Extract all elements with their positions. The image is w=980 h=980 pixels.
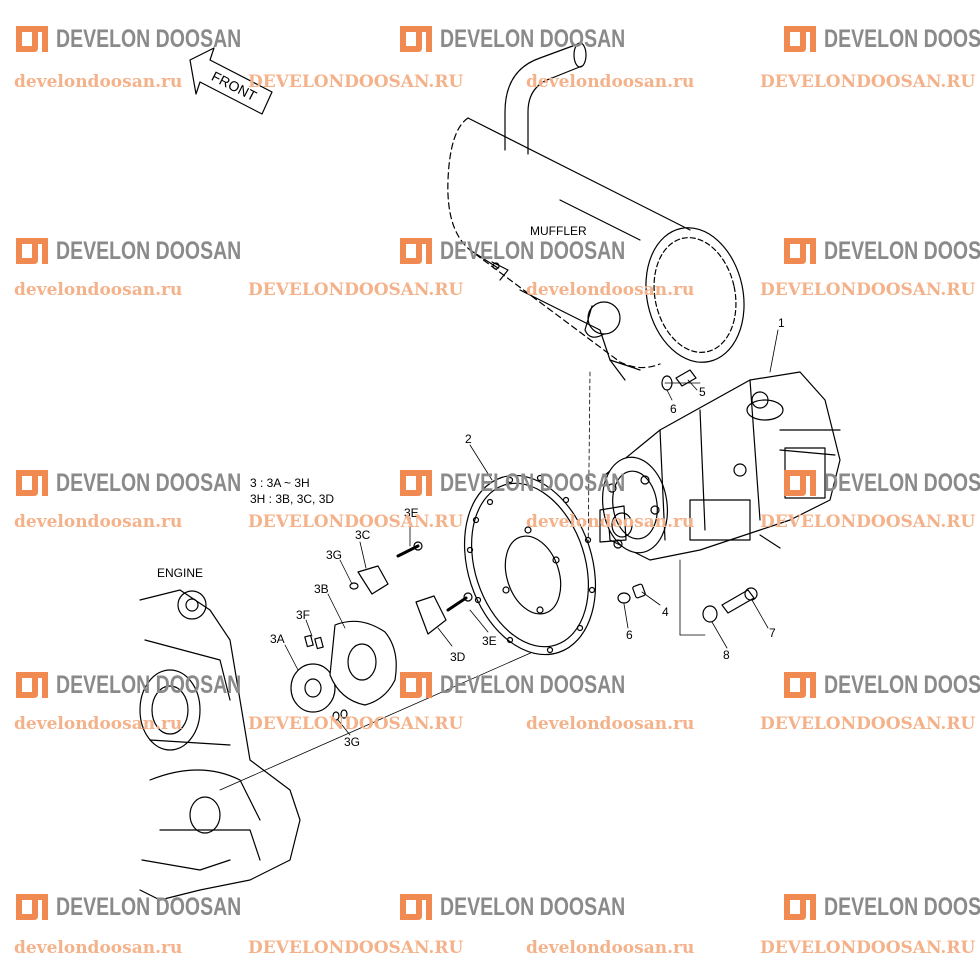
watermark-brand: DEVELON DOOSAN [782, 236, 980, 266]
develon-logo-icon [16, 470, 48, 496]
leader-lines [284, 329, 779, 736]
develon-logo-icon [400, 26, 432, 52]
watermark-brand-text: DEVELON DOOSAN [56, 468, 242, 497]
watermark-brand: DEVELON DOOSAN [398, 24, 678, 54]
watermark-brand-text: DEVELON DOOSAN [56, 670, 242, 699]
watermark-url: develondoosan.ru [526, 72, 695, 92]
engine-drawing [139, 589, 301, 901]
callout-6-top: 6 [670, 402, 677, 416]
watermark-brand: DEVELON DOOSAN [782, 468, 980, 498]
callout-3b: 3B [314, 582, 329, 596]
watermark-url: develondoosan.ru [14, 280, 183, 300]
develon-logo-icon [400, 238, 432, 264]
develon-logo-icon [16, 672, 48, 698]
watermark-brand: DEVELON DOOSAN [398, 236, 678, 266]
callout-3a: 3A [270, 632, 285, 646]
callout-3e-bottom: 3E [482, 634, 497, 648]
callout-4: 4 [662, 605, 669, 619]
watermark-brand-text: DEVELON DOOSAN [56, 892, 242, 921]
callout-5: 5 [699, 385, 706, 399]
callout-8: 8 [723, 648, 730, 662]
callout-1: 1 [778, 316, 785, 330]
watermark-url: DEVELONDOOSAN.RU [248, 714, 464, 734]
callout-3d: 3D [450, 650, 466, 664]
engine-label: ENGINE [157, 566, 204, 580]
legend-line-2: 3H : 3B, 3C, 3D [250, 492, 335, 506]
callout-6-bottom: 6 [626, 628, 633, 642]
watermark-brand-text: DEVELON DOOSAN [440, 892, 626, 921]
watermark-brand: DEVELON DOOSAN [398, 892, 678, 922]
callout-3f: 3F [296, 608, 311, 622]
watermark-url: develondoosan.ru [14, 714, 183, 734]
legend-line-1: 3 : 3A ~ 3H [250, 476, 310, 490]
develon-logo-icon [784, 26, 816, 52]
watermark-brand-text: DEVELON DOOSAN [824, 236, 980, 265]
watermark-url: DEVELONDOOSAN.RU [248, 938, 464, 958]
muffler-label: MUFFLER [530, 224, 587, 238]
watermark-url: develondoosan.ru [14, 72, 183, 92]
watermark-brand-text: DEVELON DOOSAN [824, 468, 980, 497]
watermark-brand-text: DEVELON DOOSAN [440, 236, 626, 265]
watermark-brand-text: DEVELON DOOSAN [440, 670, 626, 699]
watermark-brand-text: DEVELON DOOSAN [824, 24, 980, 53]
callout-2: 2 [465, 432, 472, 446]
watermark-brand-text: DEVELON DOOSAN [440, 468, 626, 497]
watermark-url: develondoosan.ru [526, 938, 695, 958]
main-pump-drawing [599, 371, 841, 561]
develon-logo-icon [400, 894, 432, 920]
watermark-brand-text: DEVELON DOOSAN [56, 24, 242, 53]
watermark-url: develondoosan.ru [526, 714, 695, 734]
front-arrow-icon [189, 47, 273, 115]
watermark-brand-text: DEVELON DOOSAN [824, 670, 980, 699]
coupling-drawing [290, 565, 447, 721]
watermark-url: DEVELONDOOSAN.RU [760, 72, 976, 92]
watermark-url: develondoosan.ru [14, 938, 183, 958]
callout-3e-top: 3E [404, 506, 419, 520]
watermark-url: DEVELONDOOSAN.RU [760, 714, 976, 734]
watermark-url: DEVELONDOOSAN.RU [248, 72, 464, 92]
develon-logo-icon [784, 470, 816, 496]
watermark-brand: DEVELON DOOSAN [398, 468, 678, 498]
develon-logo-icon [400, 470, 432, 496]
watermark-url: DEVELONDOOSAN.RU [248, 280, 464, 300]
muffler-drawing [447, 42, 745, 381]
develon-logo-icon [784, 672, 816, 698]
callout-3g-top: 3G [326, 548, 343, 562]
callout-3c: 3C [355, 528, 371, 542]
watermark-brand: DEVELON DOOSAN [14, 468, 294, 498]
develon-logo-icon [16, 894, 48, 920]
watermark-brand: DEVELON DOOSAN [14, 892, 294, 922]
develon-logo-icon [400, 672, 432, 698]
fasteners-drawing [396, 369, 758, 623]
callout-7: 7 [769, 626, 776, 640]
develon-logo-icon [784, 238, 816, 264]
develon-logo-icon [784, 894, 816, 920]
develon-logo-icon [16, 238, 48, 264]
watermark-brand: DEVELON DOOSAN [14, 236, 294, 266]
watermark-brand-text: DEVELON DOOSAN [440, 24, 626, 53]
watermark-brand: DEVELON DOOSAN [398, 670, 678, 700]
watermark-url: DEVELONDOOSAN.RU [760, 280, 976, 300]
watermark-brand: DEVELON DOOSAN [782, 670, 980, 700]
watermark-brand: DEVELON DOOSAN [782, 892, 980, 922]
watermark-url: develondoosan.ru [14, 512, 183, 532]
watermark-url: develondoosan.ru [526, 512, 695, 532]
flywheel-plate-drawing [463, 474, 597, 656]
watermark-url: DEVELONDOOSAN.RU [760, 938, 976, 958]
develon-logo-icon [16, 26, 48, 52]
watermark-url: DEVELONDOOSAN.RU [248, 512, 464, 532]
watermark-url: DEVELONDOOSAN.RU [760, 512, 976, 532]
callout-3g-bottom: 3G [344, 735, 361, 749]
watermark-brand: DEVELON DOOSAN [14, 670, 294, 700]
watermark-brand: DEVELON DOOSAN [14, 24, 294, 54]
watermark-url: develondoosan.ru [526, 280, 695, 300]
watermark-brand: DEVELON DOOSAN [782, 24, 980, 54]
watermark-brand-text: DEVELON DOOSAN [56, 236, 242, 265]
watermark-brand-text: DEVELON DOOSAN [824, 892, 980, 921]
